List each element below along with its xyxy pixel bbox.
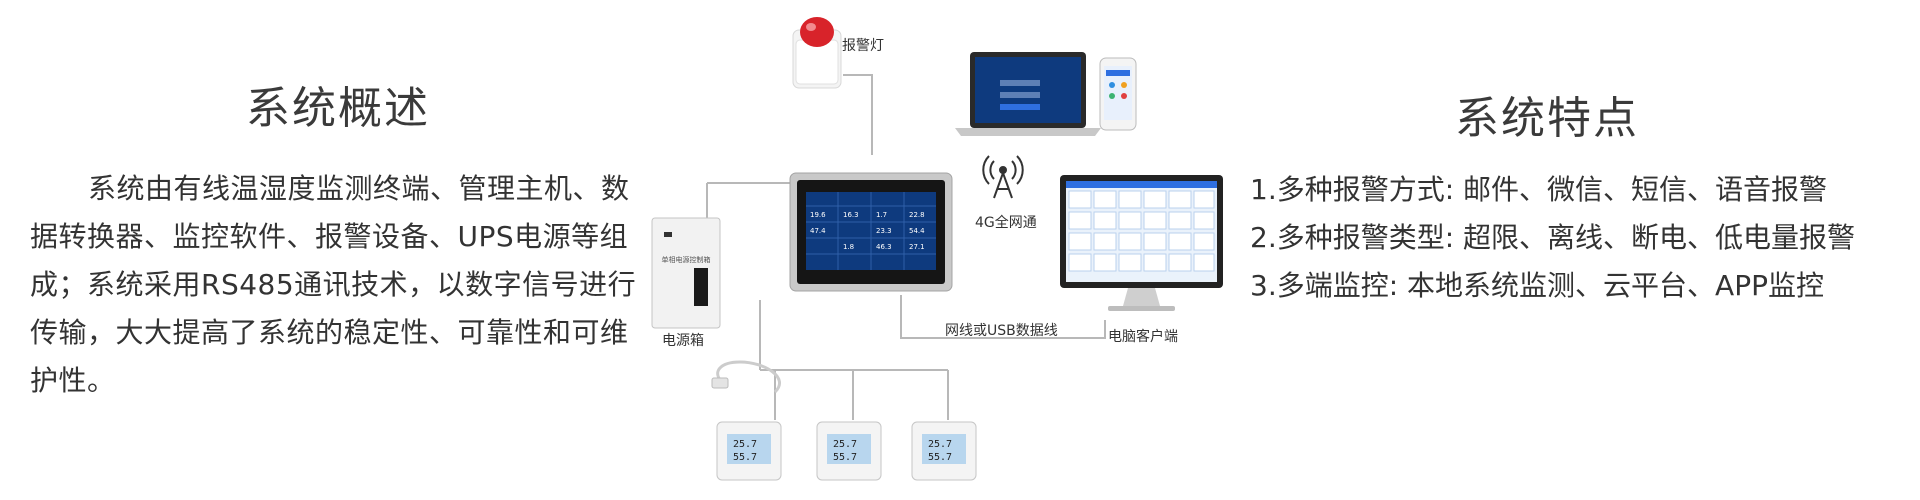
- power-box-caption: 单相电源控制箱: [662, 255, 711, 264]
- antenna-icon: [982, 155, 1024, 199]
- host-reading-8: 1.8: [843, 243, 854, 251]
- overview-paragraph: 系统由有线温湿度监测终端、管理主机、数据转换器、监控软件、报警设备、UPS电源等…: [30, 172, 637, 397]
- host-reading-3: 1.7: [876, 211, 887, 219]
- sensor-1-temperature: 25.7: [733, 439, 757, 450]
- alarm-light-label: 报警灯: [842, 38, 884, 54]
- host-reading-1: 19.6: [810, 211, 826, 219]
- feature-item-alarm-types: 2.多种报警类型: 超限、离线、断电、低电量报警: [1250, 221, 1856, 254]
- sensor-2-temperature: 25.7: [833, 439, 857, 450]
- sensor-1-humidity: 55.7: [733, 452, 757, 463]
- temperature-humidity-sensor-3: 25.7 55.7: [911, 421, 977, 481]
- client-label: 电脑客户端: [1108, 329, 1178, 345]
- temperature-humidity-sensor-1: 25.7 55.7: [716, 421, 782, 481]
- features-list: 1.多种报警方式: 邮件、微信、短信、语音报警 2.多种报警类型: 超限、离线、…: [1250, 166, 1855, 310]
- host-reading-4: 22.8: [909, 211, 925, 219]
- network-label: 4G全网通: [975, 215, 1037, 231]
- sensor-2-humidity: 55.7: [833, 452, 857, 463]
- smartphone: [1099, 57, 1137, 131]
- host-reading-9: 46.3: [876, 243, 892, 251]
- cable-label: 网线或USB数据线: [945, 323, 1058, 339]
- host-reading-7: 54.4: [909, 227, 925, 235]
- power-box: 单相电源控制箱: [651, 217, 721, 329]
- alarm-light: [792, 17, 842, 89]
- sensor-3-humidity: 55.7: [928, 452, 952, 463]
- humidity-sensor-with-probe: [711, 360, 781, 394]
- features-title: 系统特点: [1455, 93, 1639, 144]
- host-reading-10: 27.1: [909, 243, 925, 251]
- sensor-3-temperature: 25.7: [928, 439, 952, 450]
- feature-item-multi-monitoring: 3.多端监控: 本地系统监测、云平台、APP监控: [1250, 269, 1824, 302]
- power-box-label: 电源箱: [662, 333, 704, 349]
- host-reading-5: 47.4: [810, 227, 826, 235]
- host-reading-2: 16.3: [843, 211, 859, 219]
- temperature-humidity-sensor-2: 25.7 55.7: [816, 421, 882, 481]
- management-host: 19.6 16.3 1.7 22.8 47.4 23.3 54.4 1.8 46…: [789, 172, 953, 292]
- connection-lines: [706, 74, 1106, 420]
- laptop: [955, 52, 1101, 136]
- alarm-connector: [843, 74, 873, 155]
- desktop-monitor: [1060, 175, 1223, 311]
- feature-item-alarm-methods: 1.多种报警方式: 邮件、微信、短信、语音报警: [1250, 173, 1828, 206]
- host-reading-6: 23.3: [876, 227, 892, 235]
- overview-title: 系统概述: [246, 83, 430, 134]
